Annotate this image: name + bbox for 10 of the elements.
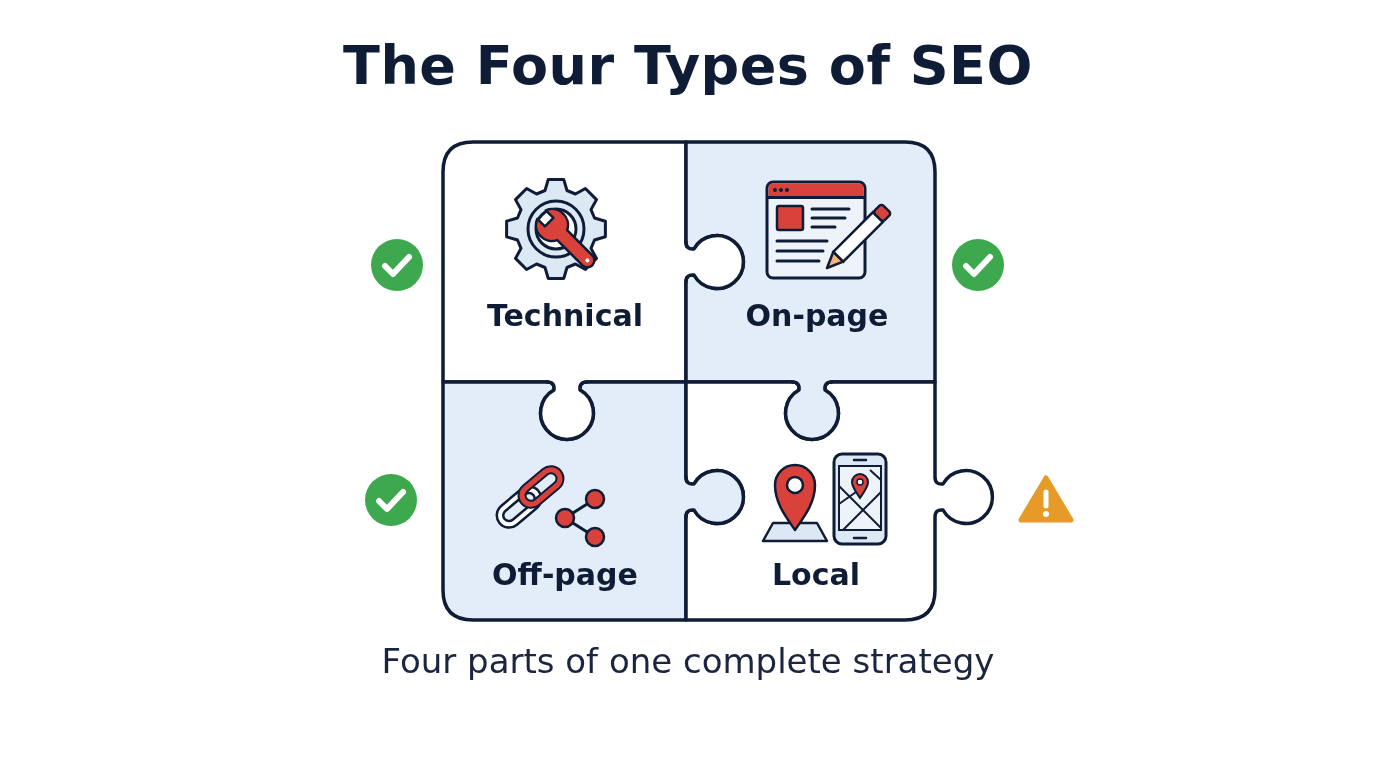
piece-label: Technical [487, 298, 643, 334]
title: The Four Types of SEO [343, 34, 1033, 97]
puzzle-piece [686, 140, 937, 382]
piece-label: On-page [745, 298, 889, 334]
puzzle-piece [686, 382, 996, 622]
piece-label: Off-page [492, 557, 638, 593]
caption: Four parts of one complete strategy [381, 641, 995, 681]
puzzle-piece [441, 140, 686, 382]
puzzle-piece [441, 382, 686, 622]
piece-label: Local [772, 557, 860, 593]
